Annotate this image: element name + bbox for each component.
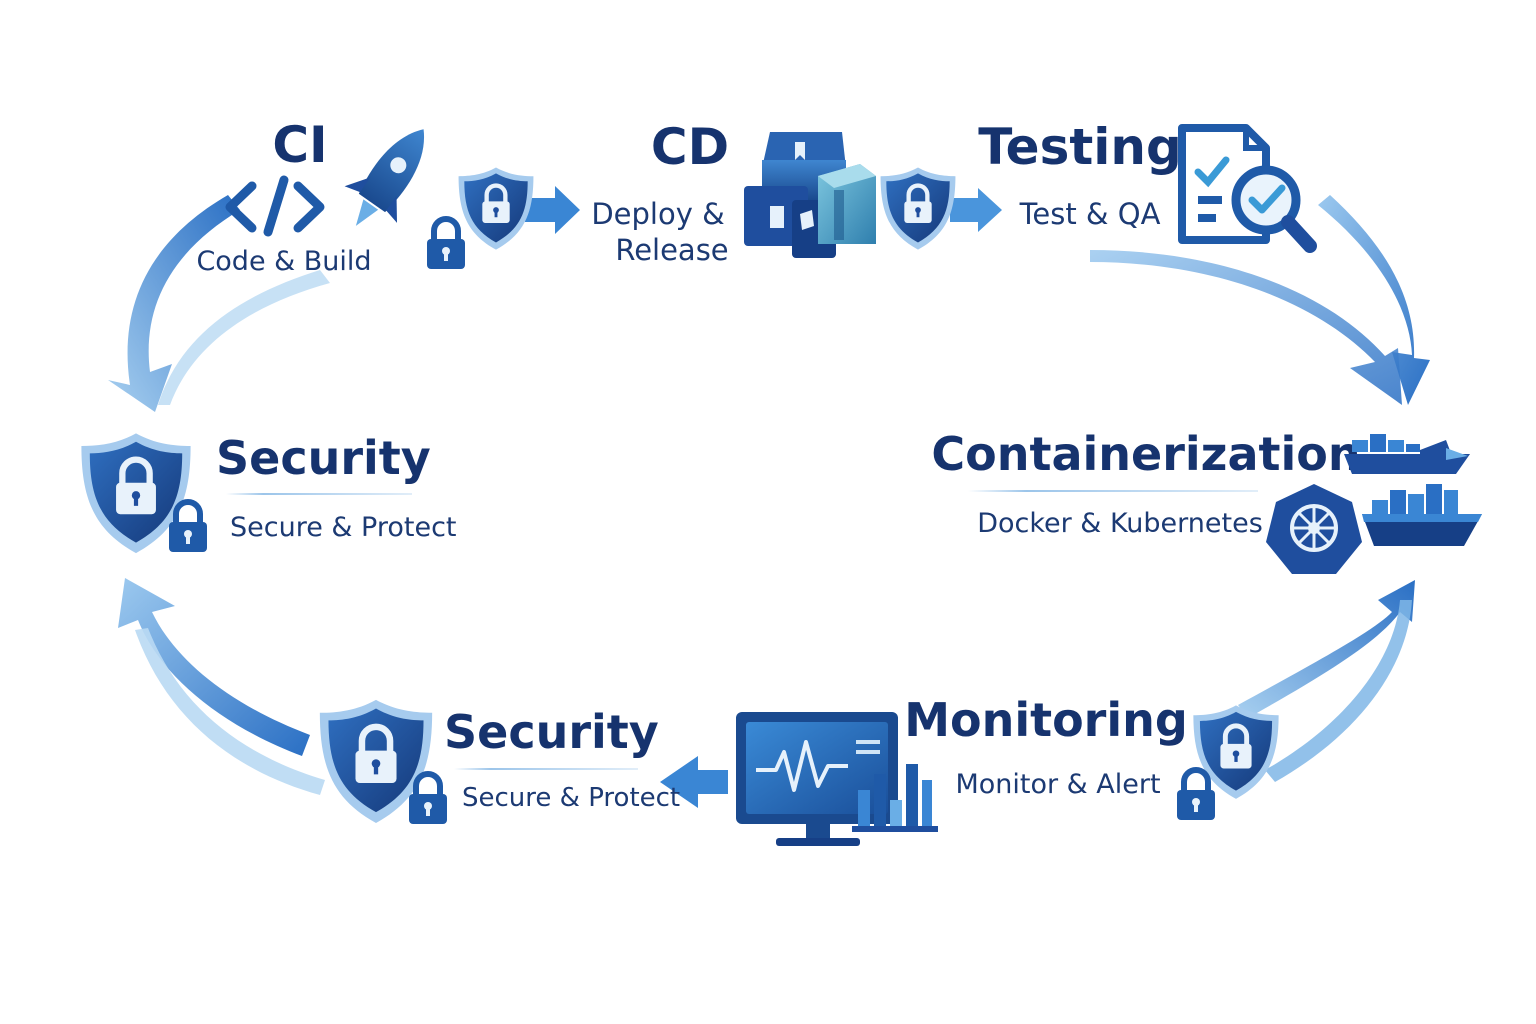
cd-subtitle-line2: Release: [615, 233, 728, 267]
container-ship-icon: [1344, 434, 1482, 546]
testing-subtitle: Test & QA: [1019, 197, 1161, 231]
ci-subtitle: Code & Build: [196, 246, 371, 277]
node-ci: CI Code & Build: [196, 116, 534, 277]
arrow-cd-to-testing: [950, 188, 1002, 232]
arrow-ci-to-security-light: [158, 270, 330, 405]
magnifier-icon: [1231, 165, 1317, 253]
containerization-title: Containerization: [931, 427, 1360, 481]
cd-title: CD: [651, 118, 729, 176]
monitoring-padlock-icon: [1177, 770, 1215, 820]
containerization-subtitle: Docker & Kubernetes: [977, 508, 1263, 539]
monitoring-subtitle: Monitor & Alert: [955, 769, 1160, 800]
security-left-title: Security: [216, 431, 431, 485]
arrow-ci-to-security: [108, 195, 240, 412]
arrow-testing-to-containerization-wide: [1090, 250, 1402, 405]
monitor-pulse-icon: [736, 712, 898, 846]
cycle-arrows: [108, 186, 1430, 808]
arrow-monitoring-to-containerization-light: [1265, 600, 1412, 782]
arrow-ci-to-cd: [525, 186, 580, 234]
node-security-bottom: Security Secure & Protect: [320, 700, 680, 824]
rocket-icon: [344, 129, 425, 226]
code-icon: [225, 175, 325, 237]
node-containerization: Containerization Docker & Kubernetes: [931, 427, 1482, 574]
security-bottom-title: Security: [444, 705, 659, 759]
ci-title: CI: [272, 116, 327, 174]
containerization-divider: [968, 490, 1258, 492]
security-left-padlock-icon: [169, 502, 207, 552]
arrow-security-bottom-to-security-left: [118, 578, 310, 756]
package-boxes-icon: [744, 132, 876, 258]
ci-padlock-icon: [427, 219, 465, 269]
security-bottom-subtitle: Secure & Protect: [462, 783, 680, 813]
node-testing: Testing Test & QA: [978, 118, 1317, 253]
bar-chart-icon: [852, 764, 938, 832]
security-bottom-padlock-icon: [409, 774, 447, 824]
kubernetes-helm-icon: [1266, 484, 1362, 574]
cd-subtitle-line1: Deploy &: [591, 197, 724, 231]
cd-shield-lock-icon: [881, 168, 956, 250]
node-security-left: Security Secure & Protect: [81, 431, 457, 553]
testing-title: Testing: [978, 118, 1182, 176]
security-bottom-divider: [454, 768, 638, 770]
security-left-divider: [226, 493, 412, 495]
arrow-security-bottom-to-security-left-light: [135, 628, 325, 795]
arrow-monitoring-to-security: [660, 756, 728, 808]
monitoring-title: Monitoring: [904, 693, 1188, 747]
node-cd: CD Deploy & Release: [591, 118, 955, 267]
arrow-monitoring-to-containerization: [1238, 580, 1415, 718]
ci-shield-lock-icon: [459, 168, 534, 250]
security-left-subtitle: Secure & Protect: [230, 512, 457, 543]
node-monitoring: Monitoring Monitor & Alert: [736, 693, 1279, 846]
